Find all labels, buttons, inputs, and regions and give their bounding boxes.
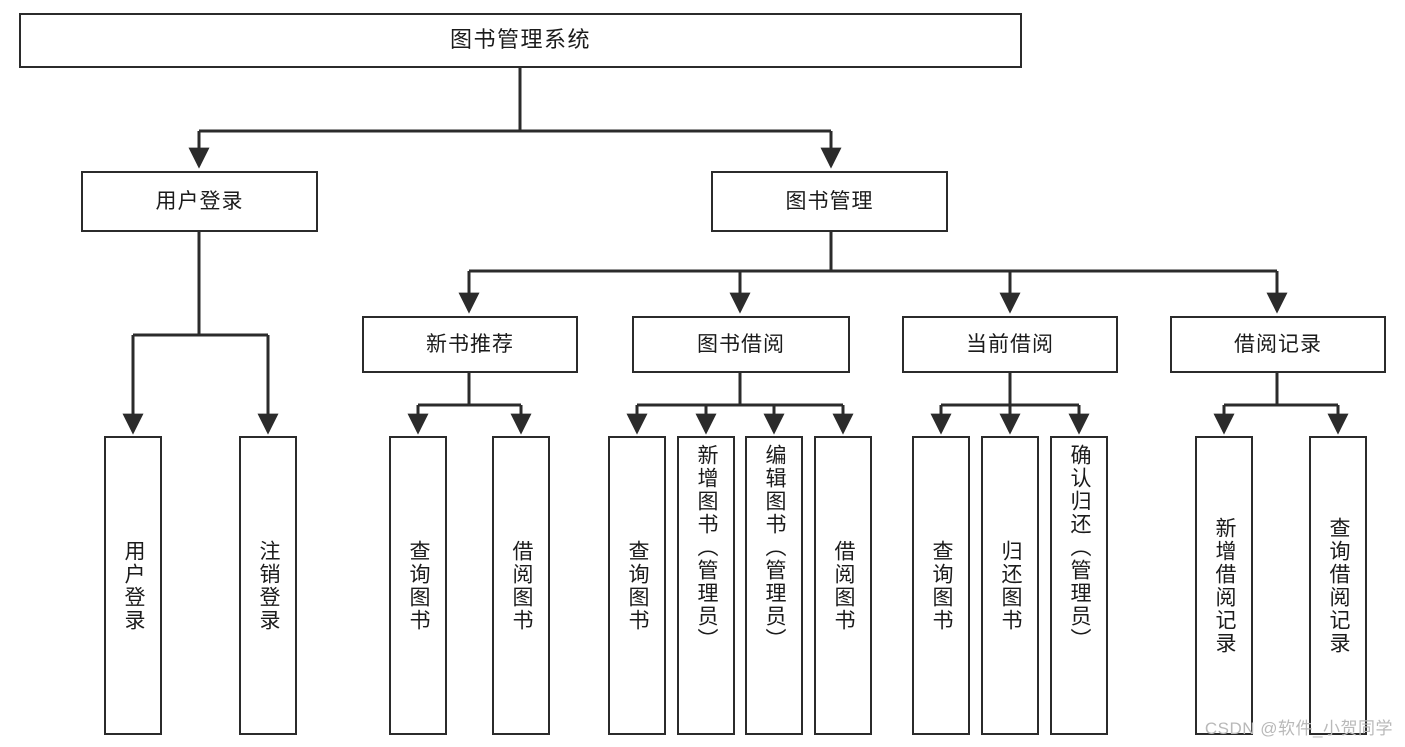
leaf-user-logout[interactable]: 注销登录: [239, 436, 297, 735]
node-label: 新增借阅记录: [1213, 516, 1237, 655]
leaf-query-borrow-record[interactable]: 查询借阅记录: [1309, 436, 1367, 735]
leaf-edit-book-admin[interactable]: 编辑图书（管理员）: [745, 436, 803, 735]
leaf-user-login[interactable]: 用户登录: [104, 436, 162, 735]
leaf-query-book-borrow[interactable]: 查询图书: [608, 436, 666, 735]
leaf-confirm-return-admin[interactable]: 确认归还（管理员）: [1050, 436, 1108, 735]
node-label: 图书管理系统: [449, 27, 591, 53]
node-book-management[interactable]: 图书管理: [711, 171, 948, 232]
node-label: 借阅记录: [1234, 332, 1322, 356]
node-label: 编辑图书（管理员）: [763, 444, 787, 651]
node-label: 新增图书（管理员）: [695, 444, 719, 651]
node-label: 图书管理: [785, 189, 874, 213]
leaf-borrow-book-recommend[interactable]: 借阅图书: [492, 436, 550, 735]
leaf-add-book-admin[interactable]: 新增图书（管理员）: [677, 436, 735, 735]
node-label: 确认归还（管理员）: [1068, 444, 1092, 651]
node-label: 图书借阅: [697, 332, 785, 356]
node-label: 查询图书: [626, 539, 650, 632]
node-book-borrow[interactable]: 图书借阅: [632, 316, 850, 373]
leaf-query-book-current[interactable]: 查询图书: [912, 436, 970, 735]
node-label: 查询图书: [407, 539, 431, 632]
node-label: 用户登录: [155, 189, 244, 213]
leaf-add-borrow-record[interactable]: 新增借阅记录: [1195, 436, 1253, 735]
node-new-book-recommend[interactable]: 新书推荐: [362, 316, 578, 373]
node-label: 查询借阅记录: [1327, 516, 1351, 655]
leaf-query-book-recommend[interactable]: 查询图书: [389, 436, 447, 735]
node-label: 查询图书: [930, 539, 954, 632]
node-label: 新书推荐: [426, 332, 514, 356]
node-current-borrow[interactable]: 当前借阅: [902, 316, 1118, 373]
node-borrow-record[interactable]: 借阅记录: [1170, 316, 1386, 373]
node-label: 注销登录: [257, 539, 281, 632]
node-label: 借阅图书: [510, 539, 534, 632]
node-root-book-management-system[interactable]: 图书管理系统: [19, 13, 1022, 68]
leaf-return-book[interactable]: 归还图书: [981, 436, 1039, 735]
node-label: 当前借阅: [966, 332, 1054, 356]
node-label: 借阅图书: [832, 539, 856, 632]
node-label: 归还图书: [999, 539, 1023, 632]
leaf-borrow-book-borrow[interactable]: 借阅图书: [814, 436, 872, 735]
node-user-login[interactable]: 用户登录: [81, 171, 318, 232]
node-label: 用户登录: [122, 539, 146, 632]
